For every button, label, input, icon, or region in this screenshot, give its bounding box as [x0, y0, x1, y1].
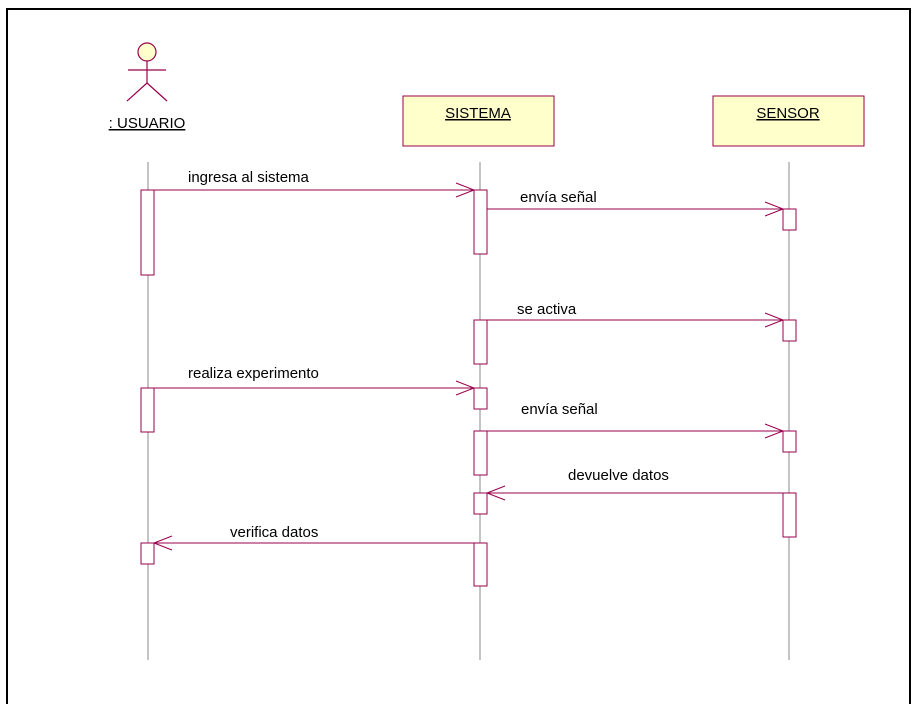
message-arrow — [487, 312, 785, 328]
message-label: realiza experimento — [188, 365, 319, 382]
message-arrow — [487, 201, 785, 217]
actor-head-icon — [137, 42, 157, 62]
activation-bar — [473, 492, 488, 515]
message-label: envía señal — [520, 189, 597, 206]
arrow-head-icon — [764, 201, 785, 217]
message-label: devuelve datos — [568, 467, 669, 484]
activation-bar — [140, 542, 155, 565]
message-label: verifica datos — [230, 524, 318, 541]
activation-bar — [473, 430, 488, 476]
actor-usuario — [126, 42, 168, 102]
message-arrow — [154, 380, 476, 396]
message-label: envía señal — [521, 401, 598, 418]
activation-bar — [140, 189, 155, 276]
message-arrow — [487, 423, 785, 439]
message-arrow — [485, 485, 783, 501]
message-label: ingresa al sistema — [188, 169, 310, 186]
activation-bar — [782, 208, 797, 231]
activation-bar — [473, 189, 488, 255]
arrow-head-icon — [455, 380, 476, 396]
diagram-frame — [6, 8, 911, 704]
arrow-head-icon — [152, 535, 173, 551]
arrow-head-icon — [455, 182, 476, 198]
message-arrow — [152, 535, 474, 551]
activation-bar — [473, 542, 488, 587]
object-sistema-box — [402, 95, 555, 147]
activation-bar — [473, 387, 488, 410]
object-sensor-label: SENSOR — [756, 105, 820, 122]
actor-usuario-label: : USUARIO — [109, 115, 186, 132]
arrow-head-icon — [764, 312, 785, 328]
activation-bar — [782, 430, 797, 453]
activation-bar — [782, 492, 797, 538]
arrow-head-icon — [485, 485, 506, 501]
message-label: se activa — [517, 301, 577, 318]
arrow-head-icon — [764, 423, 785, 439]
activation-bar — [782, 319, 797, 342]
object-sistema-label: SISTEMA — [445, 105, 511, 122]
activation-bar — [140, 387, 155, 433]
object-sensor-box — [712, 95, 865, 147]
message-arrow — [154, 182, 476, 198]
activation-bar — [473, 319, 488, 365]
